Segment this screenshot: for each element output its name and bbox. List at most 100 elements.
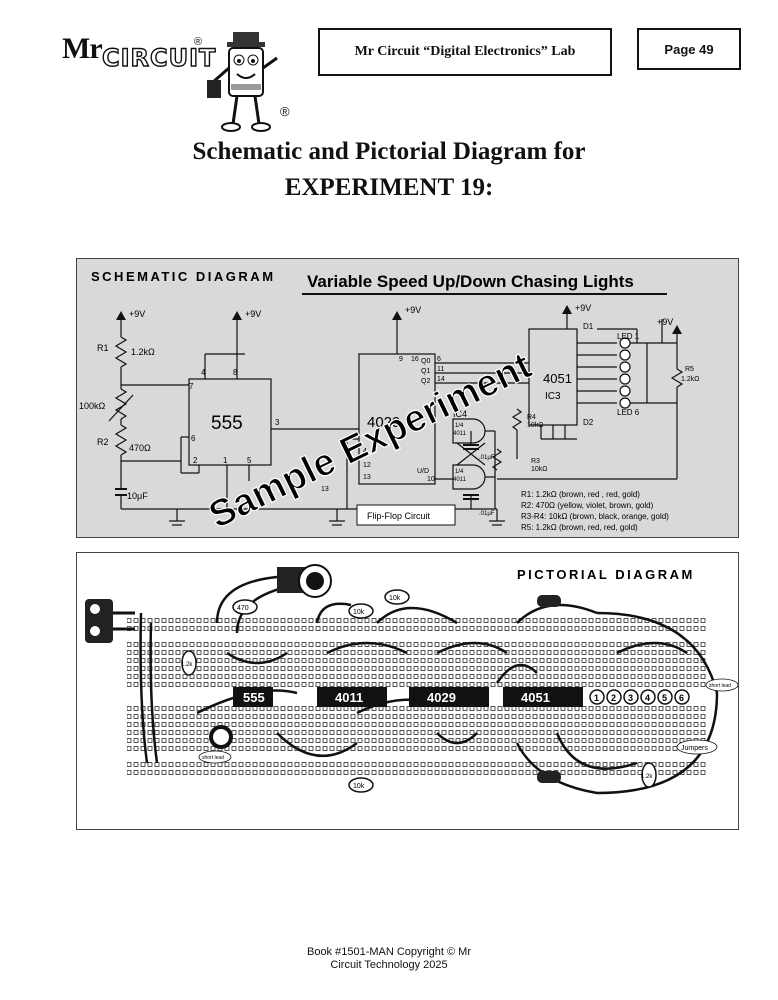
pin-label: 12: [363, 462, 371, 469]
pin-label: 4: [363, 448, 367, 455]
page-number: Page 49: [664, 41, 714, 57]
gate-fraction-label: 1/4: [455, 423, 464, 429]
ic3-label: IC3: [545, 391, 561, 402]
supply-label-r5: +9V: [657, 317, 673, 327]
led-icon: [674, 689, 690, 705]
schematic-diagram-panel: SCHEMATIC DIAGRAM Variable Speed Up/Down…: [76, 258, 739, 538]
logo-mr-text: Mr: [62, 32, 103, 65]
pin-label: 14: [437, 376, 445, 383]
logo-registered-mark: ®: [194, 36, 203, 48]
pin-label: 16: [411, 356, 419, 363]
page-number-box: Page 49: [637, 28, 741, 70]
q2-label: Q2: [421, 378, 430, 385]
resistor-1-2k-icon: 1.2k: [641, 762, 657, 788]
pin-label: 6: [437, 356, 441, 363]
resistor-10k-icon: 10k: [348, 603, 374, 619]
small-cap-label: .01μF: [479, 511, 495, 517]
lab-title: Mr Circuit “Digital Electronics” Lab: [354, 44, 576, 59]
battery-clip-icon: [85, 599, 135, 643]
resistor-10k-icon: 10k: [384, 589, 410, 605]
r5-value: 1.2kΩ: [681, 376, 699, 383]
chip-555: 555: [233, 687, 273, 707]
pictorial-heading: PICTORIAL DIAGRAM: [517, 567, 695, 582]
supply-label-4029: +9V: [405, 305, 421, 315]
chip-4051: 4051: [503, 687, 583, 707]
led-number: 6: [679, 693, 684, 703]
schematic-subtitle: Variable Speed Up/Down Chasing Lights: [307, 272, 634, 291]
chip-4051-label: 4051: [521, 690, 550, 705]
pin-label: 7: [189, 382, 194, 391]
resistor-1-2k-label: 1.2k: [181, 662, 193, 668]
chip-4011-label: 4011: [335, 690, 363, 705]
ic4-label: IC4: [453, 409, 467, 419]
legend-item: R2: 470Ω (yellow, violet, brown, gold): [521, 501, 654, 510]
q1-label: Q1: [421, 368, 430, 375]
pin-label: 2: [193, 456, 198, 465]
pin-label: 9: [399, 356, 403, 363]
pin-label: 13: [321, 486, 329, 493]
r3-value: 10kΩ: [531, 466, 548, 473]
chip-4029: 4029: [409, 687, 489, 707]
resistor-1-2k-label: 1.2k: [641, 774, 653, 780]
pin-label: 6: [191, 434, 196, 443]
r1-label: R1: [97, 343, 109, 353]
r2-value: 470Ω: [129, 443, 151, 453]
supply-label-r1: +9V: [129, 309, 145, 319]
led-icon: [606, 689, 622, 705]
pin-label: 1: [223, 456, 228, 465]
ud-label: U/D: [417, 468, 429, 475]
resistor-10k-label: 10k: [353, 783, 365, 790]
d1-label: D1: [583, 322, 594, 331]
led-row: 1 2 3 4 5 6: [589, 689, 690, 705]
chip-4029-label: 4029: [427, 690, 456, 705]
r5-label: R5: [685, 366, 694, 373]
resistor-1-2k-icon: 1.2k: [181, 650, 197, 676]
small-cap-label: .01μF: [479, 455, 495, 461]
chip-4011: 4011: [317, 687, 387, 707]
mr-circuit-logo: Mr CIRCUIT ® ®: [62, 28, 292, 138]
diode-icon: [537, 595, 561, 607]
ic-555-label: 555: [211, 413, 243, 434]
r2-label: R2: [97, 437, 109, 447]
resistor-10k-label: 10k: [389, 595, 401, 602]
pin-label: 8: [233, 368, 238, 377]
led6-label: LED 6: [617, 408, 640, 417]
led-number: 1: [594, 693, 599, 703]
d2-label: D2: [583, 418, 594, 427]
resistor-470-icon: 470: [232, 599, 258, 615]
chip-555-label: 555: [243, 690, 265, 705]
supply-label-4051: +9V: [575, 303, 591, 313]
schematic-heading: SCHEMATIC DIAGRAM: [91, 269, 276, 284]
pin-label: 3: [275, 418, 280, 427]
flip-flop-label: Flip-Flop Circuit: [367, 511, 431, 521]
legend-item: R5: 1.2kΩ (brown, red, red, gold): [521, 523, 638, 532]
r3-label: R3: [531, 458, 540, 465]
breadboard-top-half: [127, 641, 707, 689]
ic-4029-label: 4029: [367, 414, 400, 431]
resistor-470-label: 470: [237, 605, 249, 612]
footer-line-1: Book #1501-MAN Copyright © Mr: [306, 946, 471, 958]
page-title-line-2: EXPERIMENT 19:: [284, 174, 494, 201]
schematic-diagram: SCHEMATIC DIAGRAM Variable Speed Up/Down…: [79, 269, 699, 537]
r4-label: R4: [527, 414, 536, 421]
short-lead-callout: short lead: [709, 683, 731, 689]
pot-value: 100kΩ: [79, 401, 106, 411]
pin-label: 4: [201, 368, 206, 377]
led1-label: LED 1: [617, 332, 640, 341]
pin-label: 10: [427, 476, 435, 483]
q0-label: Q0: [421, 358, 430, 365]
mascot-registered-mark: ®: [280, 104, 290, 119]
cap-value: 10μF: [127, 491, 148, 501]
pictorial-diagram-panel: PICTORIAL DIAGRAM: [76, 552, 739, 830]
supply-label-555: +9V: [245, 309, 261, 319]
mascot-icon: [207, 32, 278, 132]
breadboard-rail-top: [127, 617, 707, 633]
pin-label: 5: [247, 456, 252, 465]
led-number: 2: [611, 693, 616, 703]
r4-value: 10kΩ: [527, 422, 544, 429]
page-title-line-1: Schematic and Pictorial Diagram for: [192, 138, 586, 165]
diode-icon: [537, 771, 561, 783]
led-number: 5: [662, 693, 667, 703]
capacitor-icon: [209, 725, 233, 749]
lab-title-box: Mr Circuit “Digital Electronics” Lab: [318, 28, 612, 76]
